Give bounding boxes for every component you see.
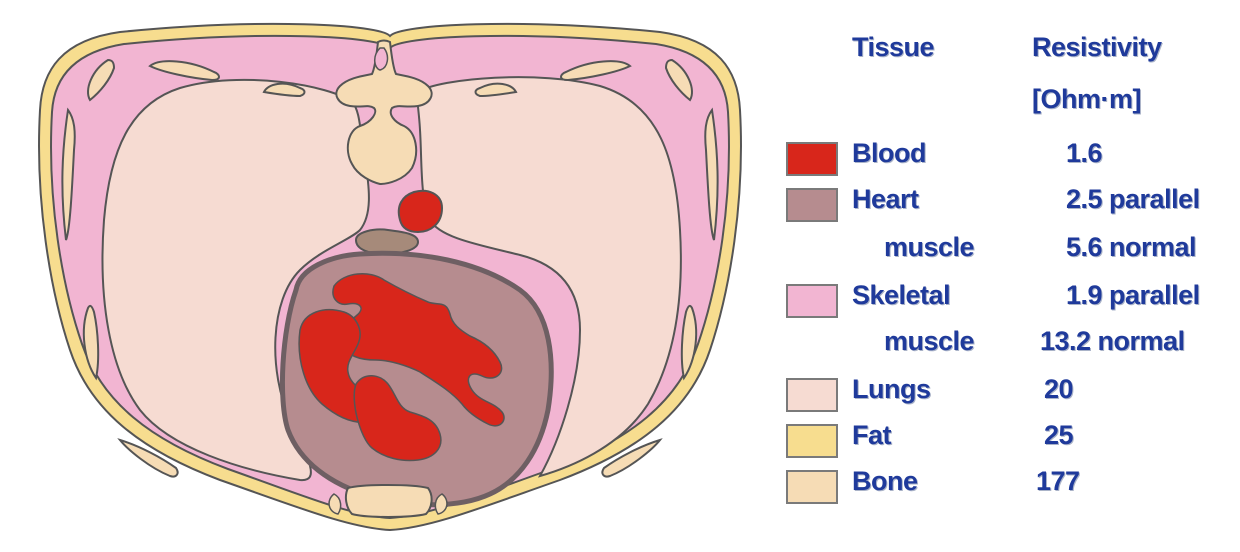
value-heart-normal: 5.6 normal <box>1066 232 1196 263</box>
swatch-fat <box>786 424 838 458</box>
value-lungs: 20 <box>1044 374 1073 405</box>
value-bone: 177 <box>1036 466 1080 497</box>
header-tissue: Tissue <box>852 32 934 63</box>
thorax-cross-section <box>0 0 780 552</box>
label-heart-muscle: muscle <box>884 232 974 263</box>
label-skeletal-muscle: muscle <box>884 326 974 357</box>
label-fat: Fat <box>852 420 891 451</box>
value-heart-parallel: 2.5 parallel <box>1066 184 1200 215</box>
swatch-blood <box>786 142 838 176</box>
label-heart: Heart <box>852 184 919 215</box>
label-bone: Bone <box>852 466 918 497</box>
header-resistivity: Resistivity <box>1032 32 1162 63</box>
value-blood: 1.6 <box>1066 138 1102 169</box>
value-fat: 25 <box>1044 420 1073 451</box>
spinous-process <box>375 48 388 70</box>
label-skeletal: Skeletal <box>852 280 950 311</box>
swatch-heart-muscle <box>786 188 838 222</box>
value-skeletal-parallel: 1.9 parallel <box>1066 280 1200 311</box>
value-skeletal-normal: 13.2 normal <box>1040 326 1185 357</box>
header-unit: [Ohm·m] <box>1032 84 1141 115</box>
sternum <box>346 485 432 517</box>
aorta <box>399 191 442 232</box>
swatch-skeletal-muscle <box>786 284 838 318</box>
label-blood: Blood <box>852 138 926 169</box>
esophagus <box>356 229 418 254</box>
swatch-lungs <box>786 378 838 412</box>
swatch-bone <box>786 470 838 504</box>
label-lungs: Lungs <box>852 374 931 405</box>
